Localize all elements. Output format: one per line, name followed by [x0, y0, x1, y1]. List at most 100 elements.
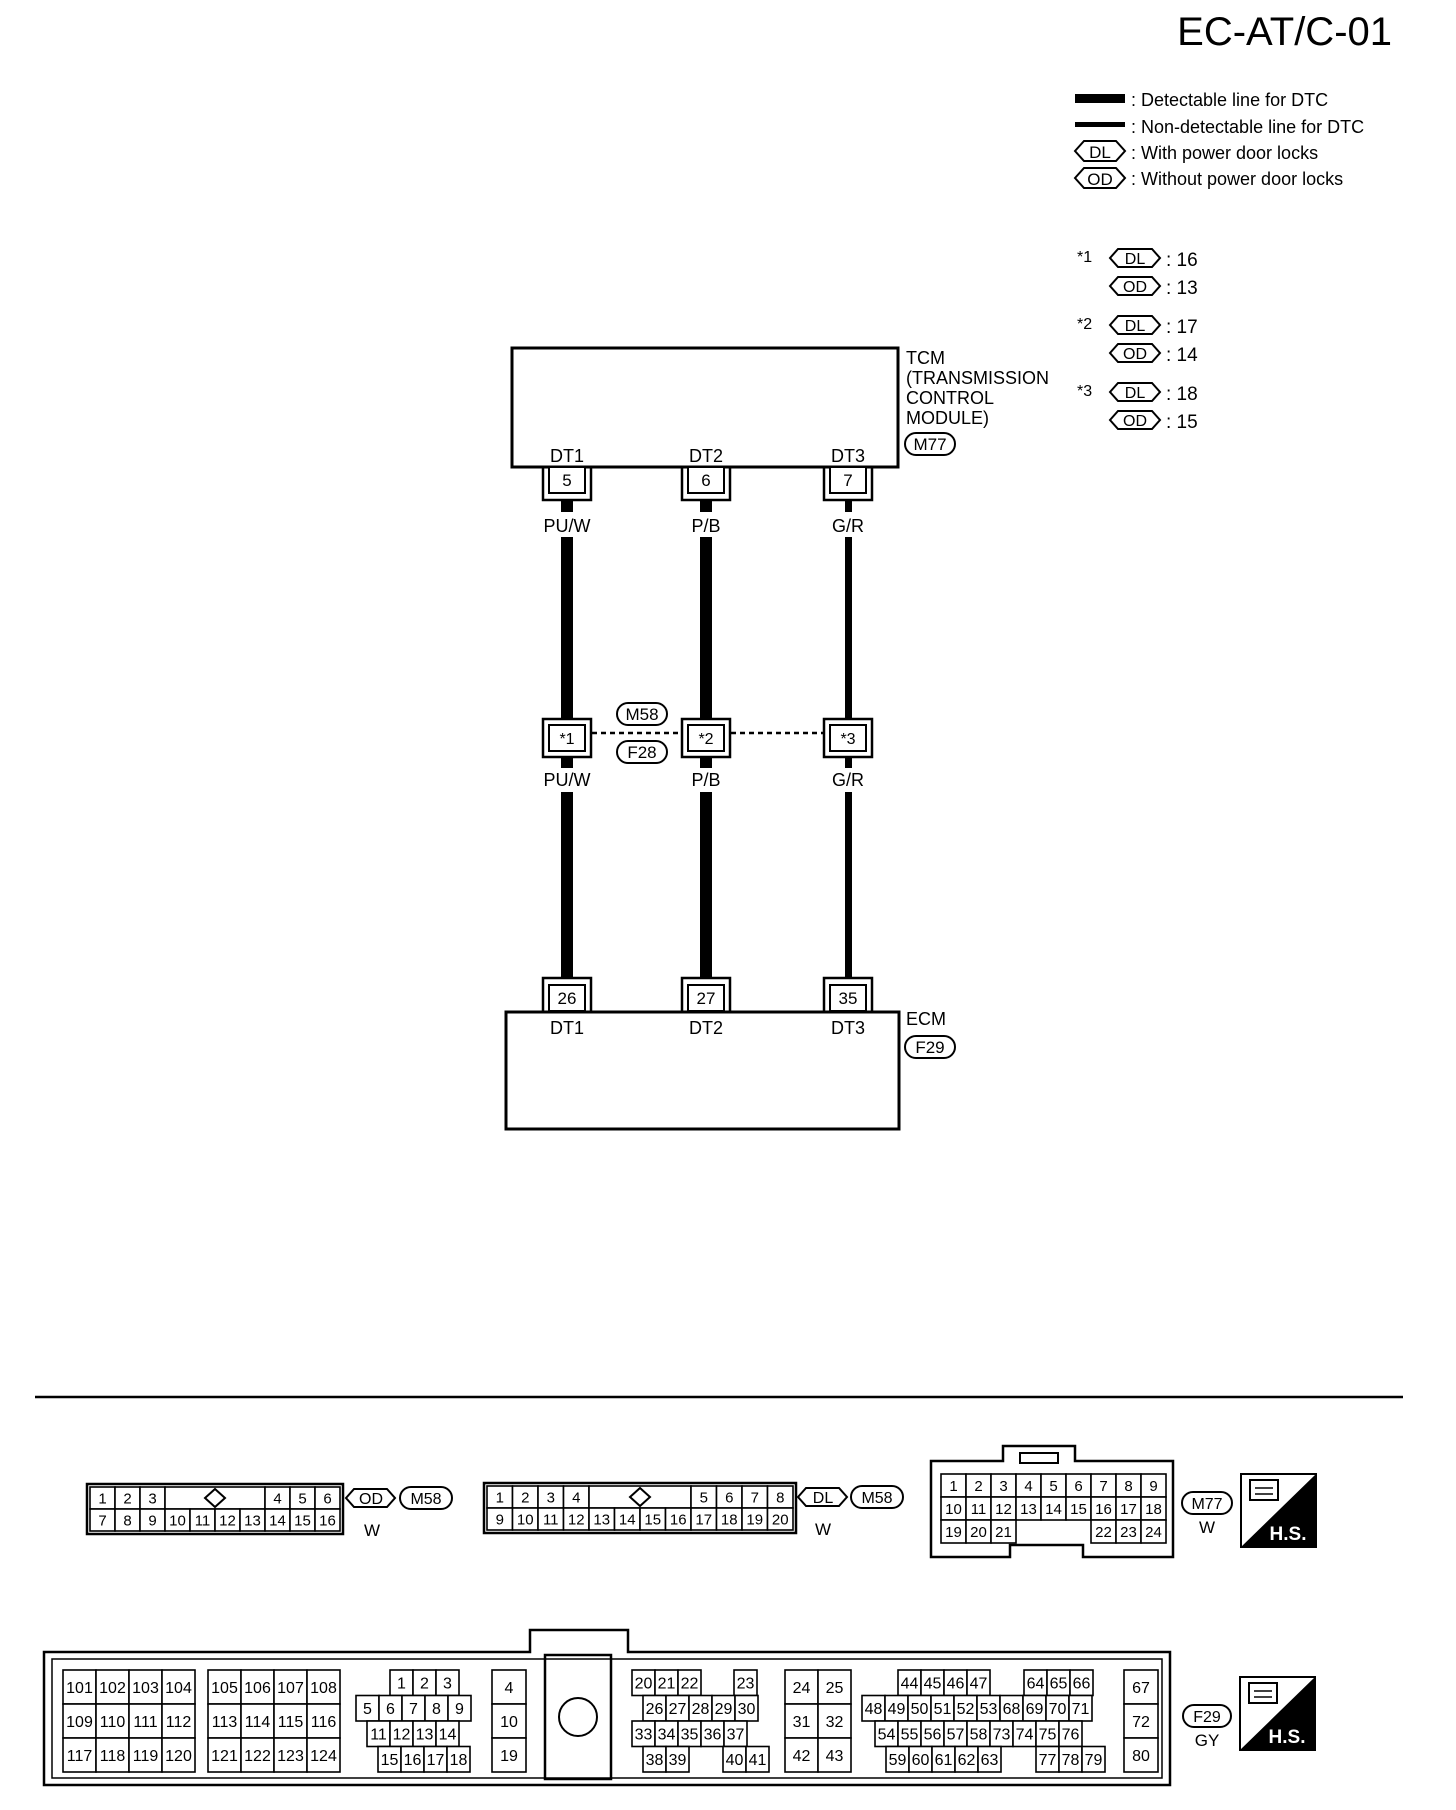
- m77-row3-right-cell: [1140, 1519, 1167, 1544]
- junction-connector-id-f28: F28: [627, 743, 656, 762]
- f29-block7-pin-61: 61: [935, 1752, 953, 1769]
- m77-row3-left-pin-19: 19: [945, 1524, 962, 1541]
- m58-od-row2-pin-15: 15: [294, 1512, 311, 1529]
- f29-block2-cell: [306, 1669, 341, 1705]
- f29-block3-pin-18: 18: [450, 1752, 468, 1769]
- m77-row1-pin-3: 3: [999, 1478, 1007, 1495]
- f29-block7-pin-48: 48: [865, 1701, 883, 1718]
- m58-od-row1-right-pin-4: 4: [273, 1490, 281, 1507]
- f29-block2-cell: [273, 1737, 308, 1773]
- m58-od-label-group: OD M58 W: [344, 1486, 453, 1540]
- f29-block2-pin-114: 114: [245, 1714, 271, 1731]
- f29-block2-pin-106: 106: [244, 1680, 271, 1697]
- f29-block6-cell: [817, 1737, 852, 1773]
- m58-dl-row2-pin-10: 10: [517, 1511, 534, 1528]
- svg-text:DL: DL: [1089, 143, 1111, 162]
- f29-block1-cell: [95, 1737, 130, 1773]
- f29-block6-pin-24: 24: [793, 1680, 811, 1697]
- f29-block5-pin-22: 22: [681, 1676, 699, 1693]
- f29-block6-pin-25: 25: [826, 1680, 844, 1697]
- note-2-od-value: : 14: [1166, 345, 1198, 366]
- f29-block7-pin-53: 53: [980, 1701, 998, 1718]
- junction-connector: M58 F28 *1 *2 *3: [541, 702, 874, 764]
- f29-block3-pin-7: 7: [409, 1701, 418, 1718]
- f29-block7-cell: [977, 1745, 1002, 1773]
- tcm-connector-id: M77: [913, 435, 946, 454]
- svg-text:6: 6: [701, 471, 710, 490]
- svg-text:26: 26: [558, 989, 577, 1008]
- tcm-pin-2: 6: [680, 466, 732, 502]
- m58-dl-color: W: [815, 1520, 831, 1539]
- f29-block5-pin-35: 35: [681, 1727, 699, 1744]
- m77-row3-left-cell: [990, 1519, 1017, 1544]
- m77-row1-pin-6: 6: [1074, 1478, 1082, 1495]
- wire-upper-color-3: G/R: [832, 516, 864, 536]
- legend-thick-line-swatch: [1075, 94, 1125, 103]
- m77-color: W: [1199, 1518, 1215, 1537]
- m58-dl-tag: DL: [813, 1490, 834, 1507]
- junction-pin-3: *3: [822, 717, 874, 759]
- svg-text:35: 35: [839, 989, 858, 1008]
- ecm-pin-1: 26: [541, 976, 593, 1012]
- f29-connector-oval: [1182, 1704, 1232, 1728]
- svg-text:OD: OD: [1123, 346, 1147, 363]
- f29-block5-pin-23: 23: [737, 1676, 755, 1693]
- f29-block1-pin-109: 109: [66, 1714, 93, 1731]
- junction-pin-2: *2: [680, 717, 732, 759]
- f29-block5-pin-36: 36: [704, 1727, 722, 1744]
- m77-row3-right-pin-24: 24: [1145, 1524, 1162, 1541]
- svg-text:*1: *1: [559, 731, 574, 748]
- svg-text:DL: DL: [1125, 318, 1146, 335]
- m77-row3-left-pin-20: 20: [970, 1524, 987, 1541]
- m58-dl-row1-left-pin-2: 2: [521, 1489, 529, 1506]
- tcm-pin-3: 7: [822, 466, 874, 502]
- f29-block7-pin-46: 46: [947, 1676, 965, 1693]
- f29-block5-pin-28: 28: [692, 1701, 710, 1718]
- legend-thin-line-label: : Non-detectable line for DTC: [1131, 117, 1364, 137]
- f29-block1-pin-111: 111: [133, 1714, 157, 1731]
- f29-block7-pin-52: 52: [957, 1701, 975, 1718]
- f29-block5-cell: [745, 1745, 770, 1773]
- wire-upper-1: [561, 500, 573, 512]
- svg-text:7: 7: [843, 471, 852, 490]
- svg-text:*3: *3: [840, 731, 855, 748]
- f29-harness-side-badge: H.S.: [1239, 1676, 1316, 1751]
- m58-dl-connector-id: M58: [861, 1490, 892, 1507]
- f29-block5-cell: [665, 1745, 690, 1773]
- m58-dl-label-group: DL M58 W: [796, 1485, 904, 1539]
- m58-dl-row1-left-pin-3: 3: [547, 1489, 555, 1506]
- f29-block2-cell: [306, 1703, 341, 1739]
- f29-block7-pin-66: 66: [1073, 1676, 1091, 1693]
- note-3-od-value: : 15: [1166, 412, 1198, 433]
- f29-block1-pin-120: 120: [165, 1748, 192, 1765]
- ecm-label: ECM: [906, 1009, 946, 1029]
- f29-block7-pin-68: 68: [1003, 1701, 1021, 1718]
- f29-block3-pin-8: 8: [432, 1701, 441, 1718]
- f29-block7-pin-57: 57: [947, 1727, 965, 1744]
- f29-guide-hole-icon: [558, 1697, 598, 1737]
- svg-text:OD: OD: [1123, 413, 1147, 430]
- m58-od-row1-left-pin-1: 1: [98, 1490, 106, 1507]
- m58-dl-row2-pin-12: 12: [568, 1511, 585, 1528]
- wire-lower-color-2: P/B: [691, 770, 720, 790]
- tcm-module: TCM (TRANSMISSION CONTROL MODULE) M77: [510, 346, 1049, 469]
- m77-row1-pin-1: 1: [949, 1478, 957, 1495]
- f29-block7-pin-47: 47: [970, 1676, 988, 1693]
- f29-block7-pin-69: 69: [1026, 1701, 1044, 1718]
- pin-notes: *1 DL : 16 OD : 13 *2 DL : 17 OD : 14 *3…: [1077, 248, 1198, 433]
- f29-block4-pin-4: 4: [505, 1680, 514, 1697]
- f29-block7-pin-45: 45: [924, 1676, 942, 1693]
- ecm-terminal-name-2: DT2: [689, 1018, 723, 1038]
- f29-block6-pin-42: 42: [793, 1748, 811, 1765]
- m58-dl-row2-pin-20: 20: [772, 1511, 789, 1528]
- wire-upper-2: [700, 500, 712, 512]
- f29-block3-pin-5: 5: [363, 1701, 372, 1718]
- m58-od-row2-pin-7: 7: [98, 1512, 106, 1529]
- m58-dl-row1-left-pin-1: 1: [496, 1489, 504, 1506]
- f29-block7-pin-76: 76: [1062, 1727, 1080, 1744]
- m77-row2-pin-18: 18: [1145, 1501, 1162, 1518]
- m58-dl-row1-right-pin-8: 8: [776, 1489, 784, 1506]
- f29-block1-pin-118: 118: [100, 1748, 126, 1765]
- m58-dl-row2-pin-18: 18: [721, 1511, 738, 1528]
- f29-block3-cell: [446, 1745, 471, 1773]
